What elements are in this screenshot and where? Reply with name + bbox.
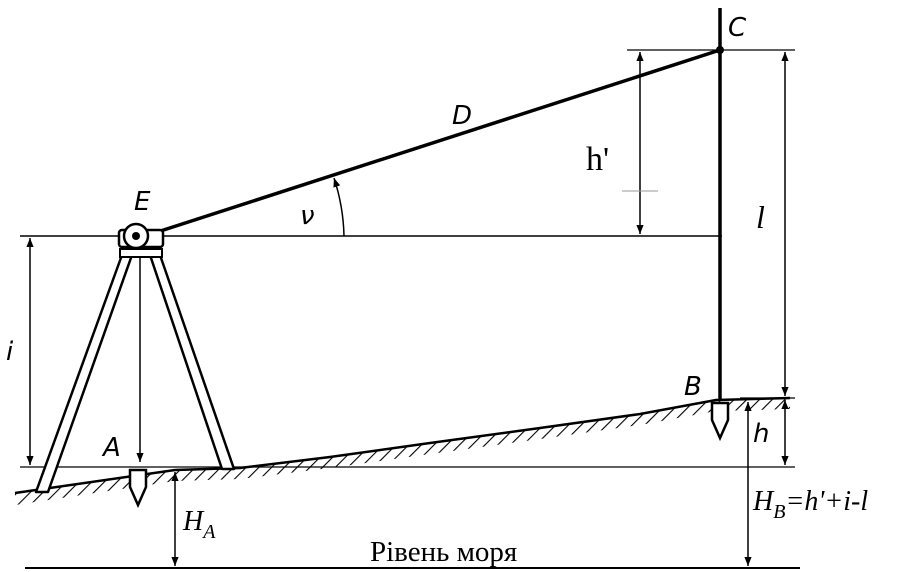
peg-b — [710, 401, 730, 442]
label-l: l — [756, 199, 765, 235]
label-hb-formula: HB=h'+i-l — [752, 486, 868, 523]
peg-a — [128, 468, 148, 509]
angle-arc — [333, 177, 345, 237]
sea-level-label: Рівень моря — [370, 536, 517, 568]
label-nu: ν — [300, 201, 315, 231]
inclined-sight-line — [144, 48, 721, 238]
label-i: i — [6, 337, 14, 367]
label-c: C — [728, 13, 747, 43]
ground-hatch — [15, 398, 790, 505]
label-h-prime: h' — [586, 141, 609, 178]
label-d: D — [452, 101, 472, 131]
label-b: B — [684, 372, 702, 402]
label-a: A — [101, 433, 121, 463]
label-e: E — [134, 187, 151, 217]
label-ha: HA — [182, 506, 216, 543]
ground-line — [14, 396, 791, 495]
label-h: h — [753, 419, 769, 449]
level-instrument — [117, 222, 165, 250]
tripod — [34, 248, 236, 494]
